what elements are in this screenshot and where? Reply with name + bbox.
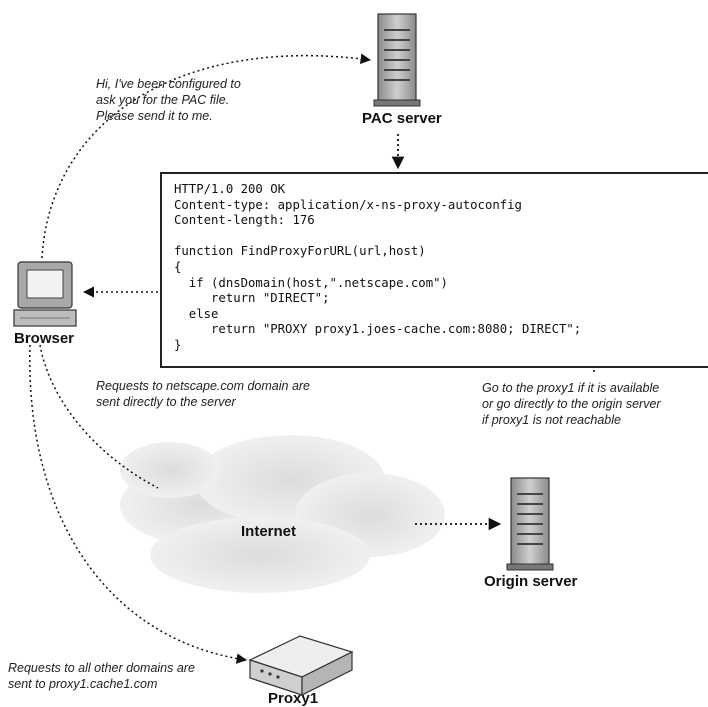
pac-file-box: HTTP/1.0 200 OK Content-type: applicatio… <box>160 172 708 368</box>
proxy-fallback-note: Go to the proxy1 if it is available or g… <box>482 381 661 427</box>
pac-line: else <box>174 306 219 321</box>
pac-line: Content-length: 176 <box>174 213 315 228</box>
internet-cloud <box>120 435 445 593</box>
other-domains-note: Requests to all other domains are sent t… <box>8 661 195 691</box>
pac-line: } <box>174 337 182 352</box>
netscape-direct-note: Requests to netscape.com domain are sent… <box>96 379 311 409</box>
browser-computer-icon <box>13 261 77 327</box>
browser-to-internet-path <box>39 344 159 489</box>
pac-line: function FindProxyForURL(url,host) <box>174 244 426 259</box>
pac-server-label: PAC server <box>362 110 442 127</box>
pac-line: return "DIRECT"; <box>174 291 330 306</box>
pac-file-code: HTTP/1.0 200 OK Content-type: applicatio… <box>162 174 708 354</box>
pac-server-icon <box>373 13 421 107</box>
pac-request-note: Hi, I've been configured to ask you for … <box>96 77 241 123</box>
pac-line: Content-type: application/x-ns-proxy-aut… <box>174 197 522 212</box>
proxy1-label: Proxy1 <box>268 690 319 707</box>
pac-line: if (dnsDomain(host,".netscape.com") <box>174 275 448 290</box>
proxy1-icon <box>248 635 354 696</box>
internet-label: Internet <box>241 523 297 540</box>
pac-line: { <box>174 259 182 274</box>
origin-server-label: Origin server <box>484 573 578 590</box>
pac-line: return "PROXY proxy1.joes-cache.com:8080… <box>174 322 582 337</box>
pac-line: HTTP/1.0 200 OK <box>174 182 286 196</box>
origin-server-icon <box>506 477 554 571</box>
browser-label: Browser <box>14 330 75 347</box>
browser-to-proxy1-arrow <box>29 344 248 664</box>
